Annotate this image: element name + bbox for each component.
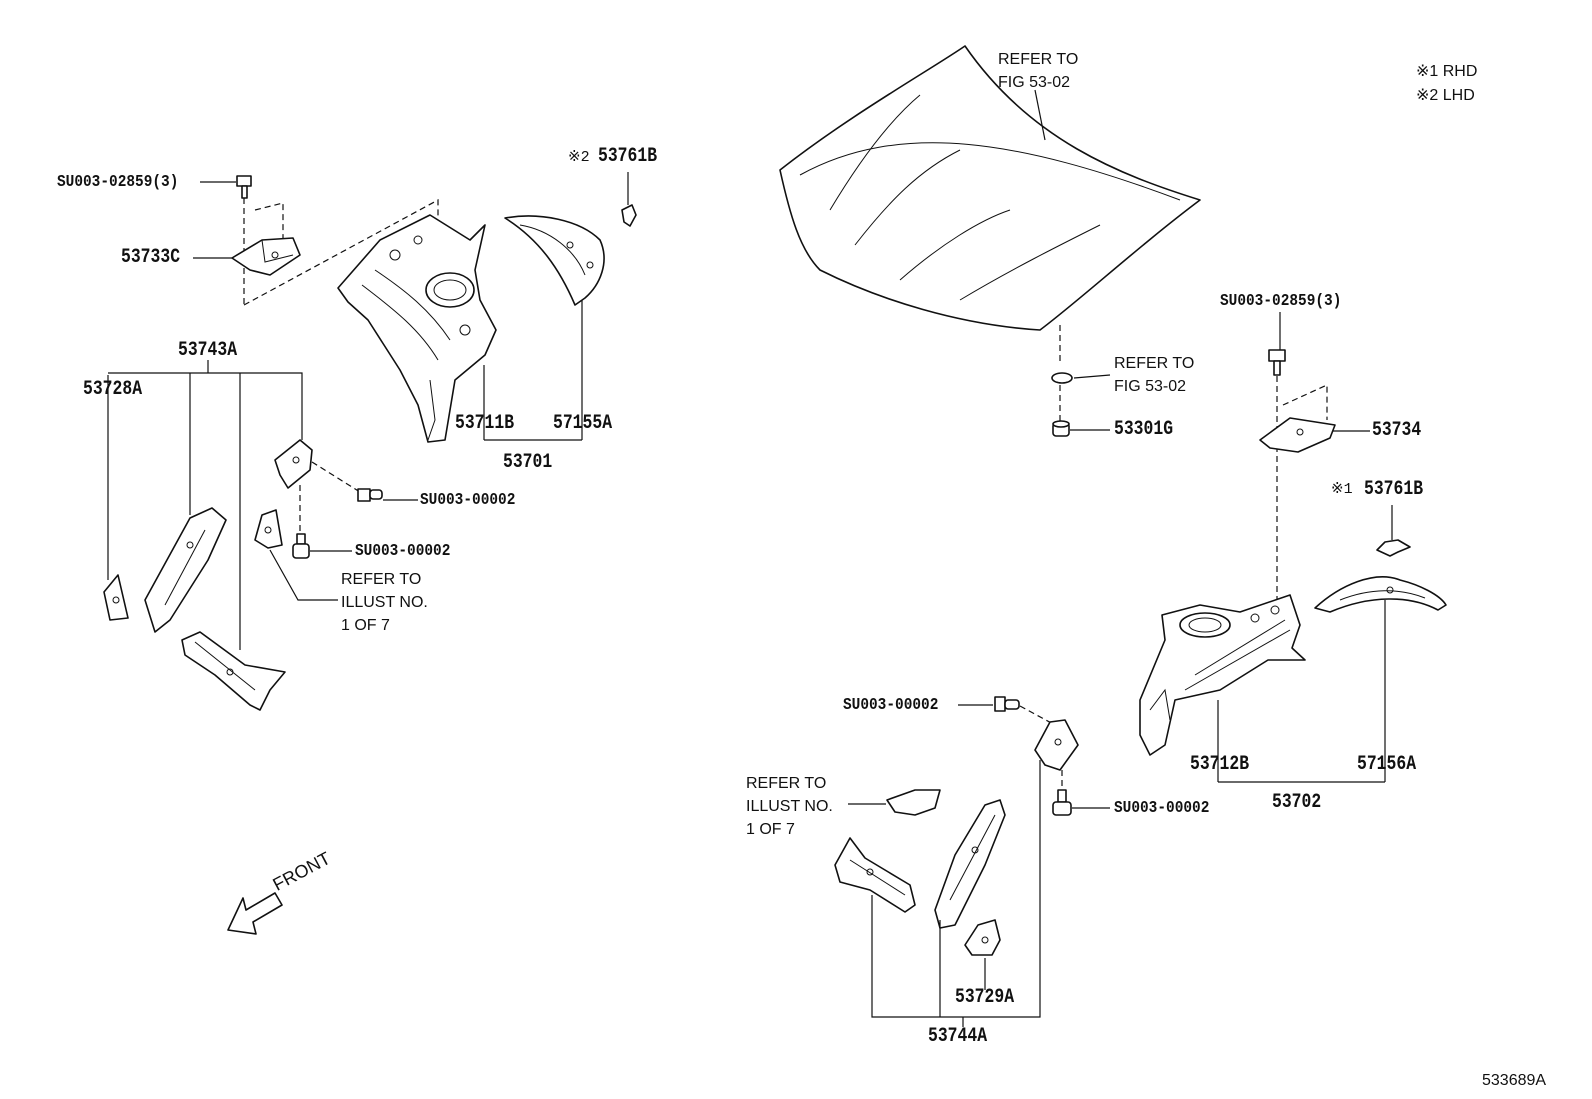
refer-illust-label: REFER TO ILLUST NO. 1 OF 7 [341, 571, 428, 634]
part-53729a: 53729A [955, 986, 1015, 1009]
dash-frame-left [243, 198, 439, 306]
part-53744a: 53744A [928, 1025, 988, 1048]
refer-illust-label: REFER TO ILLUST NO. 1 OF 7 [746, 775, 833, 838]
part-su003-00002-l1: SU003-00002 [420, 491, 516, 510]
part-57155a: 57155A [553, 412, 613, 435]
clip-53761b-lhd [621, 204, 637, 227]
bolt-icon [1052, 789, 1072, 816]
lower-member-left [181, 631, 286, 711]
part-53761b-rhd: 53761B [1364, 478, 1424, 501]
leader-hood [1034, 89, 1046, 141]
part-su003-00002-r2: SU003-00002 [1114, 799, 1210, 818]
gusset-53728a [103, 574, 129, 621]
refer-fig-label: REFER TO FIG 53-02 [1114, 355, 1195, 395]
part-53728a: 53728A [83, 378, 143, 401]
seal-ring [1051, 372, 1073, 384]
part-su003-02859-right: SU003-02859(3) [1220, 292, 1342, 311]
rhd-mark: ※1 [1331, 481, 1353, 498]
legend-rhd: ※1 RHD [1416, 63, 1478, 80]
diagram-code: 533689A [1482, 1072, 1547, 1089]
apron-53712b [1139, 594, 1306, 756]
dash-bracket-right [1282, 384, 1328, 420]
gusset-refer-right [886, 789, 941, 816]
bracket-53734 [1259, 417, 1336, 453]
leader-refer-left [269, 549, 338, 601]
part-53733c: 53733C [121, 246, 181, 269]
part-53701: 53701 [503, 451, 553, 474]
bracket-53743a [108, 372, 303, 440]
part-53761b-lhd: 53761B [598, 145, 658, 168]
bracket-upper-left [274, 439, 313, 489]
pillar-member-right [934, 799, 1006, 929]
hood-panel [779, 45, 1201, 331]
part-53711b: 53711B [455, 412, 515, 435]
bracket-53744a [871, 760, 1041, 1018]
liner-57156a [1314, 576, 1447, 613]
bolt-icon [236, 175, 252, 199]
lower-member-right [834, 837, 916, 913]
dash-su00002-r1 [1019, 705, 1056, 726]
gusset-53729a [964, 919, 1001, 956]
part-53734: 53734 [1372, 419, 1422, 442]
part-53743a: 53743A [178, 339, 238, 362]
gusset-refer-left [254, 509, 283, 549]
part-su003-02859-left: SU003-02859(3) [57, 173, 179, 192]
legend-lhd: ※2 LHD [1416, 87, 1475, 104]
bolt-icon [292, 533, 310, 559]
clip-53761b-rhd [1376, 539, 1411, 557]
front-arrow-icon [227, 892, 283, 935]
part-53702: 53702 [1272, 791, 1322, 814]
liner-57155a [504, 215, 605, 306]
leader-seal [1073, 374, 1111, 379]
part-su003-00002-r1: SU003-00002 [843, 696, 939, 715]
part-53712b: 53712B [1190, 753, 1250, 776]
bolt-icon [1268, 349, 1286, 376]
bolt-icon [994, 696, 1020, 712]
lhd-mark: ※2 [568, 149, 590, 166]
apron-53711b [337, 214, 497, 443]
part-53301g: 53301G [1114, 418, 1174, 441]
part-57156a: 57156A [1357, 753, 1417, 776]
bolt-icon [357, 488, 383, 502]
hood-cushion-53301g [1052, 420, 1070, 437]
bracket-upper-right [1034, 719, 1079, 771]
bracket-53733c [231, 237, 301, 276]
part-su003-00002-l2: SU003-00002 [355, 542, 451, 561]
pillar-member-left [144, 507, 227, 633]
dash-su00002-1 [311, 461, 361, 493]
refer-fig-label: REFER TO FIG 53-02 [998, 51, 1079, 91]
